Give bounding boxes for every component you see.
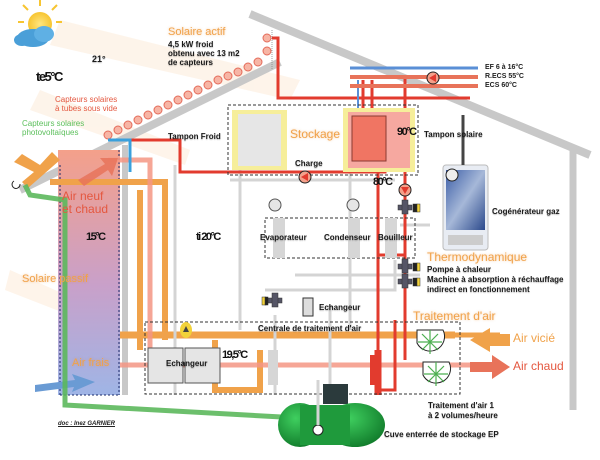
condenser-label: Condenseur	[324, 233, 371, 242]
cogenerator-icon	[442, 164, 489, 251]
solar-buffer-exchanger	[351, 115, 387, 162]
fresh-warm-air-arrow	[78, 158, 118, 186]
storage-title: Stockage	[290, 127, 341, 141]
loop-temp: 80°C	[373, 176, 393, 188]
evaporator-gauge-icon	[268, 198, 282, 212]
valve-icon	[397, 273, 421, 289]
central-unit-label: Centrale de traitement d'air	[258, 324, 362, 333]
credit-label: doc : Inez GARNIER	[58, 421, 116, 427]
wall-temp: 15°C	[86, 231, 106, 243]
filter-unit	[268, 350, 278, 385]
boiler-label: Bouilleur	[378, 233, 413, 242]
fresh-warm-air-label-2: et chaud	[62, 202, 109, 216]
dhw-label-return: R.ECS 55°C	[485, 73, 524, 80]
valve-icons	[261, 199, 421, 308]
air-treatment-title: Traitement d'air	[413, 309, 496, 323]
fresh-warm-air-label-1: Air neuf	[62, 189, 104, 203]
thermodynamic-zone-border	[264, 217, 416, 259]
charge-pump-icon	[298, 170, 312, 184]
trombe-wall	[58, 150, 120, 395]
dhw-label-cold: EF 6 à 16°C	[485, 64, 524, 71]
air-rate-line-1: Traitement d'air 1	[428, 401, 494, 410]
solar-active-desc-1: 4,5 kW froid	[168, 40, 214, 49]
cold-buffer-label: Tampon Froid	[168, 132, 221, 141]
dhw-lines	[350, 66, 478, 88]
ground-air-pipe	[22, 183, 301, 421]
solar-active-desc-2: obtenu avec 13 m2	[168, 49, 240, 58]
thermodynamic-line-2: Machine à absorption à réchauffage	[427, 275, 564, 284]
fan-icon-extract	[416, 329, 446, 354]
valve-icon	[397, 258, 421, 274]
stale-air-arrow	[470, 328, 510, 352]
small-exchanger-icon	[302, 297, 314, 317]
outside-temp: te5°C	[36, 69, 63, 84]
photovoltaic-label-2: photovoltaïques	[22, 128, 79, 137]
solar-passive-label: Solaire passif	[22, 273, 89, 285]
thermodynamic-title: Thermodynamique	[427, 250, 528, 264]
exhaust-air-arrow	[14, 152, 60, 188]
solar-buffer-label: Tampon solaire	[424, 130, 483, 139]
air-treatment-zone-border	[144, 321, 461, 395]
warm-air-arrow	[470, 355, 510, 379]
thermodynamic-line-3: indirect en fonctionnement	[427, 285, 530, 294]
evaporator-body	[273, 218, 285, 258]
condenser-gauge-icon	[346, 198, 360, 212]
exchanger-right	[184, 347, 221, 384]
solar-active-title: Solaire actif	[168, 26, 226, 38]
rainwater-tank-label: Cuve enterrée de stockage EP	[384, 430, 499, 439]
vacuum-tubes-label-2: à tubes sous vide	[55, 104, 118, 113]
main-exchanger-label: Echangeur	[166, 359, 208, 368]
photovoltaic-label-1: Capteurs solaires	[22, 119, 85, 128]
heating-coil	[370, 355, 380, 385]
thermodynamic-line-1: Pompe à chaleur	[427, 265, 492, 274]
air-inlet-icon	[11, 180, 21, 189]
vacuum-tubes-label-1: Capteurs solaires	[55, 95, 118, 104]
charge-label: Charge	[295, 159, 323, 168]
solar-active-desc-3: de capteurs	[168, 58, 213, 67]
valve-icon	[261, 292, 283, 308]
rainwater-tank-icon	[278, 380, 385, 447]
dhw-pump-icon	[426, 71, 440, 85]
air-rate-line-2: à 2 volumes/heure	[428, 411, 498, 420]
exchanger-left	[147, 347, 184, 384]
condenser-body	[348, 218, 360, 258]
warm-air-label: Air chaud	[513, 359, 564, 373]
exchanger-temp: 19,5°C	[222, 349, 248, 361]
cogenerator-label: Cogénérateur gaz	[492, 207, 560, 216]
small-exchanger-label: Echangeur	[319, 303, 361, 312]
vacuum-tube-collectors	[103, 33, 272, 140]
indoor-temp: ti 20°C	[196, 231, 221, 243]
evaporator-label: Evaporateur	[260, 233, 307, 242]
dhw-label-hot: ECS 60°C	[485, 82, 517, 89]
stale-air-label: Air vicié	[513, 331, 556, 345]
sun-cloud-icon	[14, 0, 62, 47]
storage-tank-temp: 90°C	[397, 126, 417, 138]
sensor-icon	[180, 322, 192, 338]
sun-angle: 21°	[92, 54, 106, 64]
fresh-air-label: Air frais	[72, 357, 110, 369]
storage-zone-border	[227, 104, 419, 176]
fan-icon-supply	[422, 361, 452, 386]
cold-buffer-tank	[238, 114, 281, 166]
boiler-body	[385, 218, 397, 258]
valve-icon	[397, 199, 421, 215]
cold-pipe-left	[108, 138, 132, 172]
boiler-pump-icon	[398, 183, 412, 197]
